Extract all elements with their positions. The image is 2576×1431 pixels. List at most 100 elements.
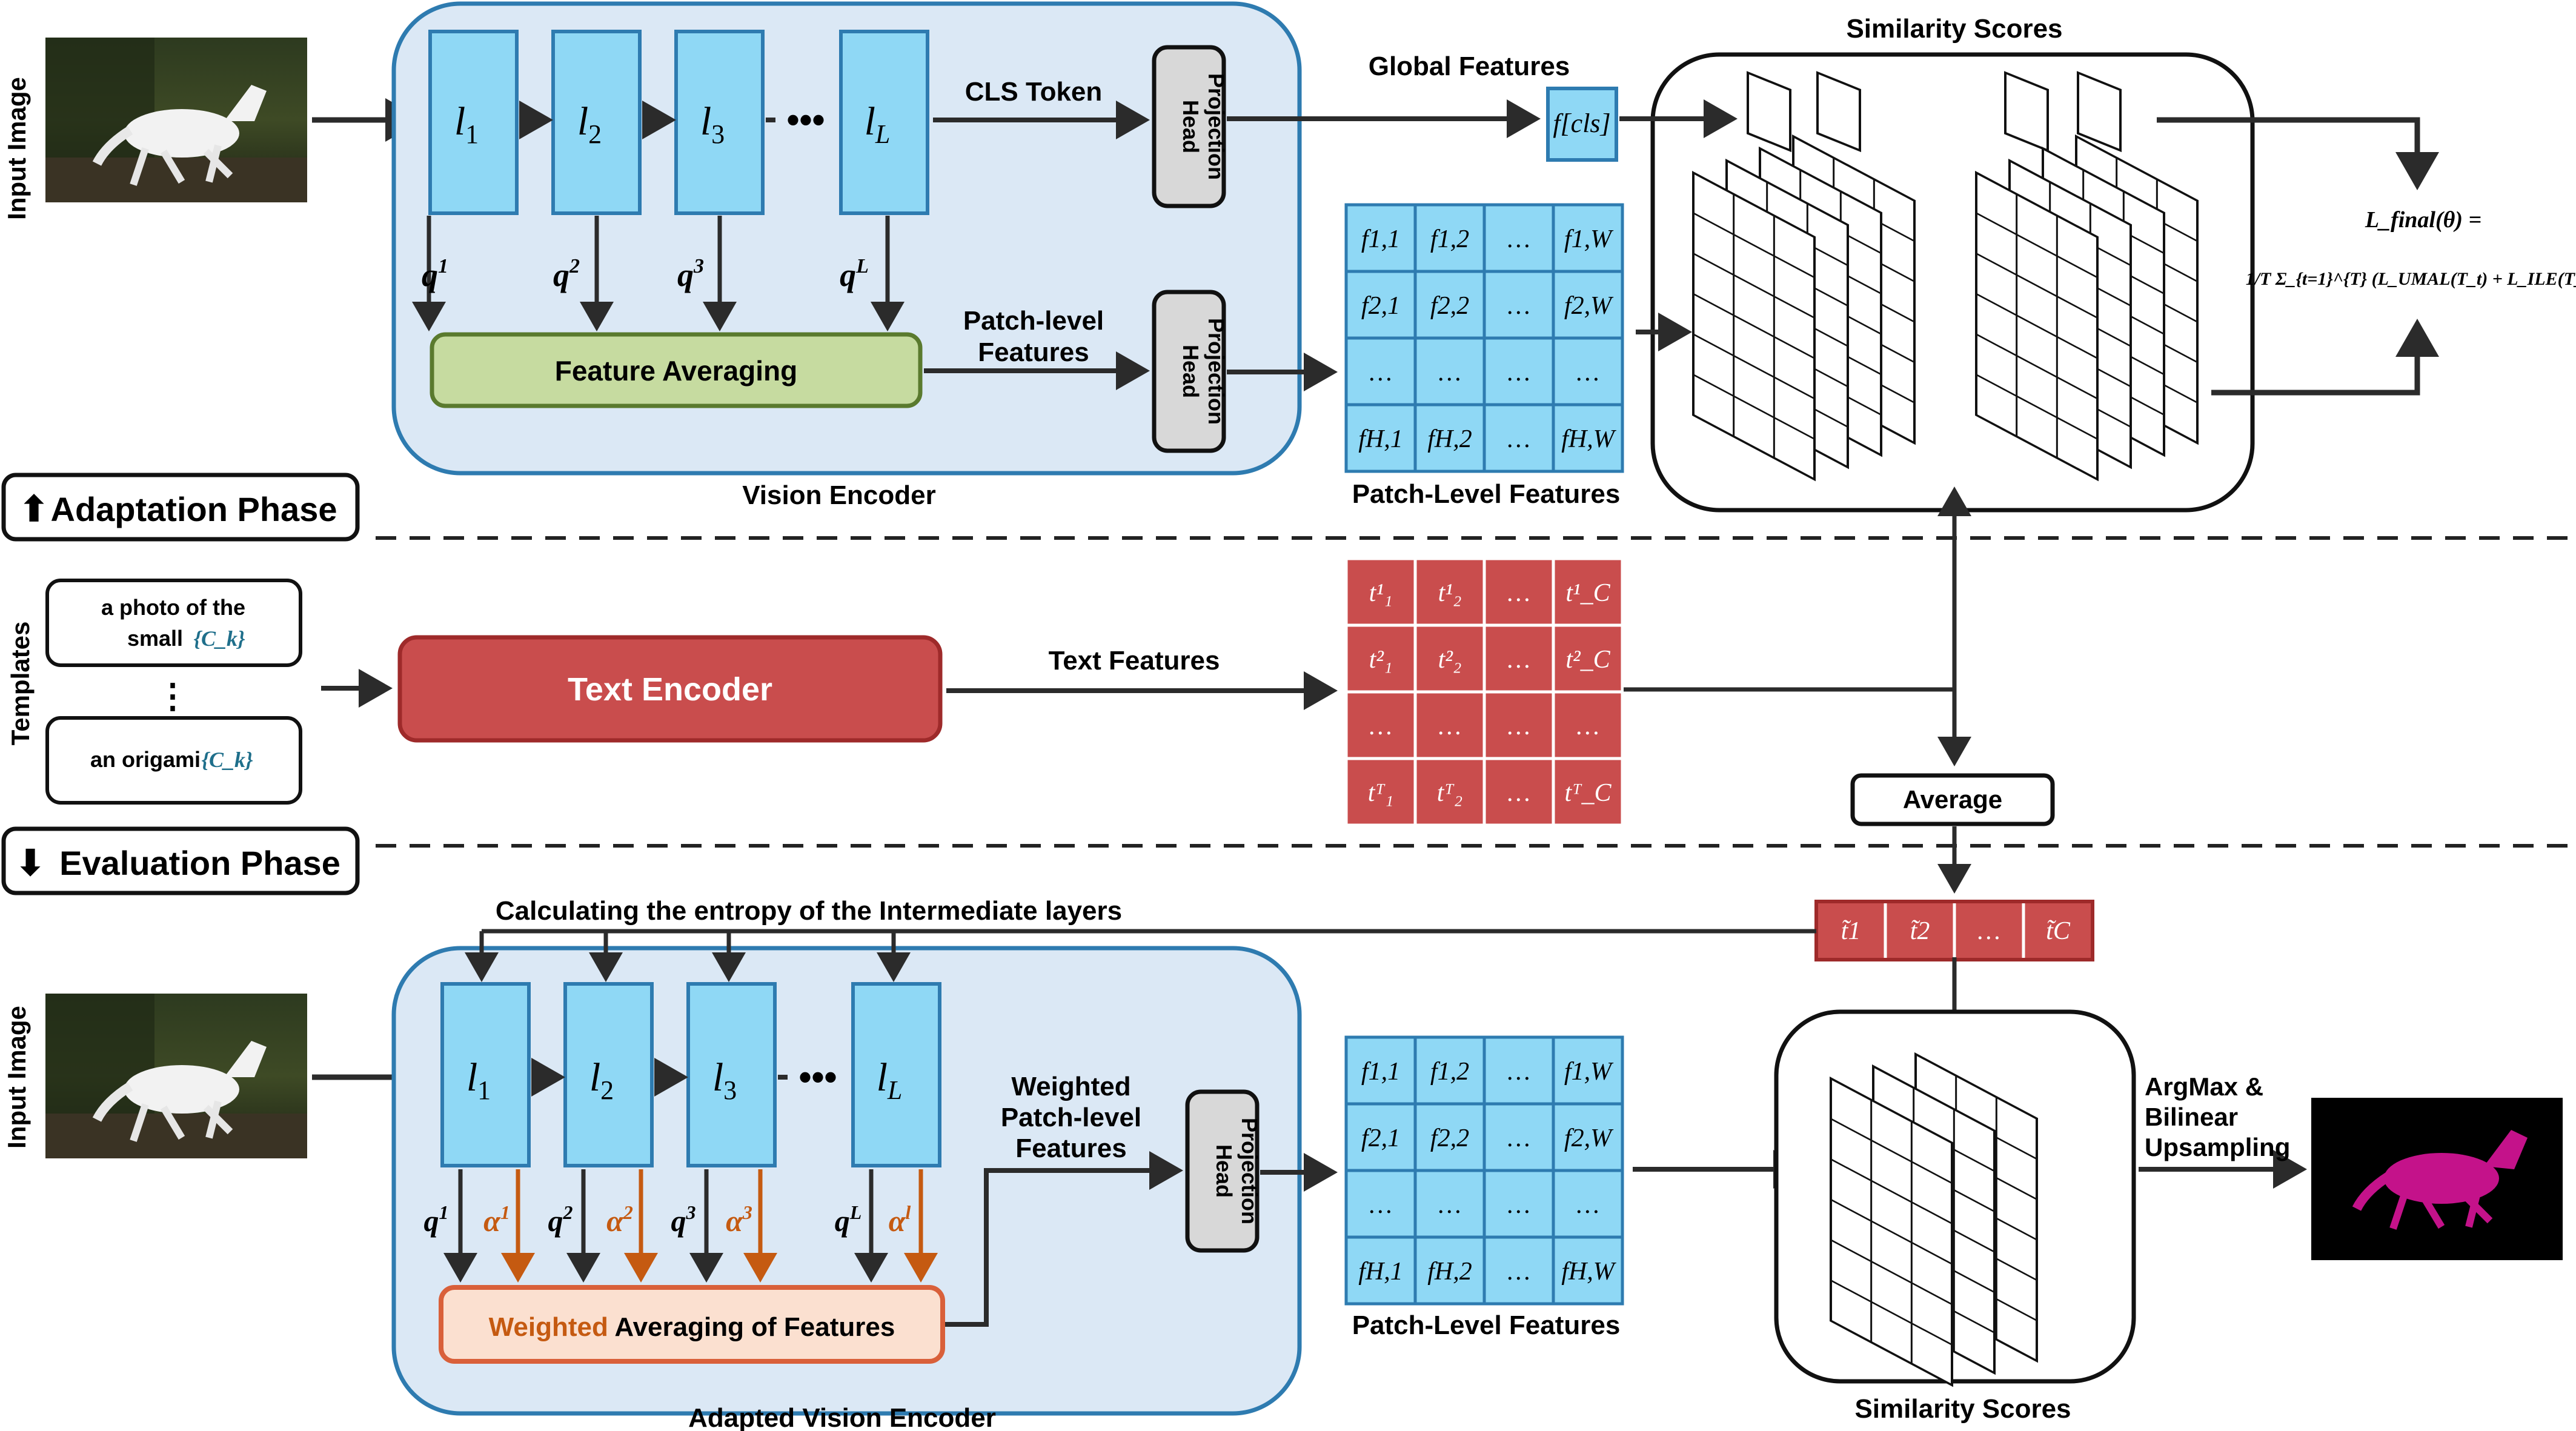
layer-dots: ••• <box>786 99 825 140</box>
text-feature-cell-label: tᵀ₁ <box>1368 779 1394 807</box>
loss-formula: L_final(θ) = 1/T Σ_{t=1}^{T} (L_UMAL(T_t… <box>2246 207 2576 289</box>
top-patch-cell <box>1344 403 1417 473</box>
bottom-patch-cell <box>1482 1235 1555 1306</box>
top-input-image-group: Input Image <box>2 38 307 220</box>
global-similarity-card <box>2004 71 2049 153</box>
top-patch-cell <box>1344 270 1417 340</box>
text-feature-cell-label: tᵀ_C <box>1565 779 1612 807</box>
top-patch-cell <box>1552 203 1624 273</box>
top-patch-cell-label: … <box>1438 359 1461 387</box>
entropy-label: Calculating the entropy of the Intermedi… <box>496 896 1122 926</box>
adapted-layer-L-label: lL <box>877 1055 903 1105</box>
text-feature-cell-label: … <box>1576 712 1599 740</box>
templates-label: Templates <box>6 622 35 746</box>
bottom-patch-cell <box>1413 1102 1486 1172</box>
top-patch-cell-label: f1,W <box>1564 225 1614 253</box>
bottom-patch-cell <box>1482 1169 1555 1239</box>
projection-head-mid: ProjectionHead <box>1152 290 1229 453</box>
text-feature-cell <box>1344 757 1417 827</box>
avg-token-label: t̃C <box>2046 917 2071 945</box>
text-feature-cell <box>1482 690 1555 760</box>
similarity-map-card <box>1692 170 1816 482</box>
qL-label: qL <box>840 255 869 293</box>
top-patch-cell-label: f2,W <box>1564 292 1614 320</box>
text-features-label: Text Features <box>1049 646 1220 676</box>
text-feature-cell-label: … <box>1369 712 1392 740</box>
top-input-image-label: Input Image <box>2 77 31 220</box>
bottom-patch-cell-label: f1,1 <box>1361 1058 1400 1086</box>
text-feature-cell-label: t²₂ <box>1438 646 1462 674</box>
top-patch-cell-label: f1,1 <box>1361 225 1400 253</box>
top-horse-photo <box>45 38 307 202</box>
layer-L-label: lL <box>865 99 891 149</box>
bottom-patch-cell-label: fH,W <box>1561 1258 1617 1286</box>
similarity-map-card <box>1830 1076 1953 1387</box>
text-feature-cell-label: t¹₂ <box>1438 579 1462 607</box>
q2-label: q2 <box>553 255 580 293</box>
bottom-patch-cell <box>1413 1235 1486 1306</box>
svg-text:q1: q1 <box>424 1201 449 1238</box>
svg-text:ProjectionHead: ProjectionHead <box>1178 73 1229 180</box>
svg-text:ProjectionHead: ProjectionHead <box>1212 1118 1262 1224</box>
bottom-patch-cell-label: f1,W <box>1564 1058 1614 1086</box>
bottom-layers: l1 l2 l3 lL ••• <box>440 982 941 1167</box>
avg-token-cell <box>1884 900 1956 961</box>
bottom-patch-cell-label: … <box>1576 1191 1599 1219</box>
top-patch-cell <box>1552 403 1624 473</box>
text-feature-cell-label: t¹_C <box>1565 579 1610 607</box>
layer-2 <box>551 30 642 215</box>
bottom-patch-cell-label: … <box>1438 1191 1461 1219</box>
adapted-layer-2 <box>563 982 654 1167</box>
similarity-title-top: Similarity Scores <box>1846 14 2062 44</box>
svg-text:qL: qL <box>835 1201 862 1238</box>
text-feature-cell-label: … <box>1507 579 1530 607</box>
text-feature-cell-label: … <box>1507 646 1530 674</box>
feature-averaging-label: Feature Averaging <box>555 355 797 387</box>
global-similarity-card <box>1816 71 1861 153</box>
top-patch-cell <box>1482 270 1555 340</box>
text-feature-cell <box>1552 757 1624 827</box>
fcls-label: f[cls] <box>1553 108 1610 138</box>
svg-text:small: small <box>127 626 183 651</box>
top-patch-cell <box>1482 403 1555 473</box>
svg-text:q3: q3 <box>671 1201 696 1238</box>
text-encoder-box <box>397 635 943 743</box>
text-feature-cell-label: t¹₁ <box>1369 579 1393 607</box>
svg-text:α1: α1 <box>483 1201 510 1238</box>
weighted-averaging-box <box>439 1285 945 1364</box>
bottom-horse-photo <box>45 994 307 1158</box>
text-encoder-label: Text Encoder <box>568 671 772 708</box>
avg-token-label: … <box>1977 917 2000 945</box>
template-1: a photo of the small {C_k} <box>45 579 302 667</box>
top-patch-cell-label: … <box>1507 425 1530 453</box>
svg-text:α3: α3 <box>726 1201 752 1238</box>
top-patch-cell <box>1413 270 1486 340</box>
layer-3 <box>674 30 765 215</box>
text-feature-cell <box>1413 557 1486 627</box>
layer-3-label: l3 <box>700 99 725 149</box>
text-feature-cell-label: tᵀ₂ <box>1437 779 1463 807</box>
bottom-patch-grid-title: Patch-Level Features <box>1352 1310 1621 1340</box>
layer-L <box>839 30 929 215</box>
text-feature-cell <box>1552 690 1624 760</box>
svg-text:1/T Σ_{t=1}^{T} (L_UMAL(T_t) +: 1/T Σ_{t=1}^{T} (L_UMAL(T_t) + L_ILE(T_t… <box>2246 269 2576 289</box>
svg-text:q2: q2 <box>548 1201 573 1238</box>
text-feature-cell <box>1344 690 1417 760</box>
svg-text:L_final(θ) =: L_final(θ) = <box>2365 207 2481 233</box>
top-patch-cell-label: … <box>1369 359 1392 387</box>
text-feature-cell <box>1552 557 1624 627</box>
top-patch-cell-label: … <box>1507 292 1530 320</box>
bottom-patch-cell <box>1552 1169 1624 1239</box>
svg-text:αl: αl <box>889 1201 911 1238</box>
q3-label: q3 <box>677 255 704 293</box>
average-label: Average <box>1903 785 2002 814</box>
svg-text:a photo of the: a photo of the <box>101 595 245 620</box>
projection-head-bottom: ProjectionHead <box>1185 1089 1262 1253</box>
svg-text:ProjectionHead: ProjectionHead <box>1178 318 1229 425</box>
similarity-map-card <box>1975 170 2099 482</box>
top-q-arrows: q1 q2 q3 qL <box>412 216 905 331</box>
bottom-patch-cell-label: f2,W <box>1564 1124 1614 1152</box>
top-patch-cell-label: f2,1 <box>1361 292 1400 320</box>
